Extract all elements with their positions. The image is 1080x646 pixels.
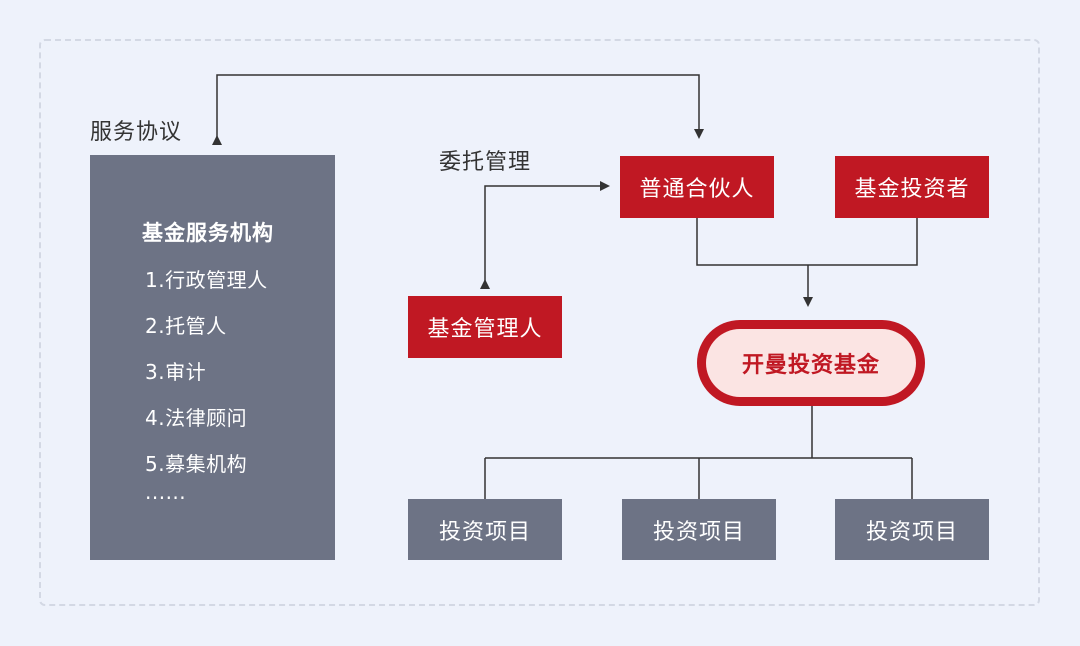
fund-label: 开曼投资基金 [706,329,916,397]
dashed-frame [39,39,1040,606]
service-item: 5.募集机构 [145,452,248,476]
service-item: 1.行政管理人 [145,268,268,292]
service-item: 2.托管人 [145,314,227,338]
service-institutions-title: 基金服务机构 [142,221,274,245]
entrusted-management-label: 委托管理 [439,150,532,175]
service-item: ...... [145,480,187,504]
service-agreement-arrow [212,74,704,145]
partner-connector [696,218,918,266]
general-partner-box: 普通合伙人 [620,156,774,218]
investment-project-box: 投资项目 [622,499,776,560]
entrusted-management-arrow [480,181,610,289]
investment-project-box: 投资项目 [408,499,562,560]
fund-investors-box: 基金投资者 [835,156,989,218]
service-item: 3.审计 [145,360,207,384]
fund-manager-box: 基金管理人 [408,296,562,358]
fund-pill: 开曼投资基金 [697,320,925,406]
service-agreement-label: 服务协议 [90,120,183,145]
service-institutions-box: 基金服务机构 1.行政管理人 2.托管人 3.审计 4.法律顾问 5.募集机构 … [90,155,335,560]
service-item: 4.法律顾问 [145,406,248,430]
investment-project-box: 投资项目 [835,499,989,560]
